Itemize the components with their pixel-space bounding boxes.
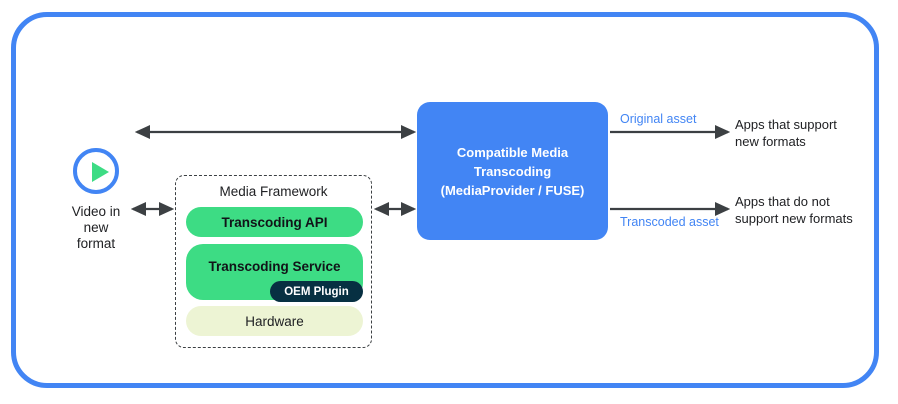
play-circle-icon xyxy=(73,148,119,194)
media-framework-group: Media Framework Transcoding API Transcod… xyxy=(175,175,372,348)
destination-apps-no-support-label: Apps that do not support new formats xyxy=(735,194,853,226)
media-framework-title: Media Framework xyxy=(219,184,328,199)
oem-plugin-badge: OEM Plugin xyxy=(270,281,363,302)
transcoded-asset-edge-label: Transcoded asset xyxy=(620,215,719,229)
destination-apps-support-label: Apps that support new formats xyxy=(735,117,837,149)
hardware-box: Hardware xyxy=(186,306,363,336)
play-triangle-icon xyxy=(92,162,109,182)
outer-frame-border xyxy=(11,12,879,388)
video-source-label: Video in new format xyxy=(71,204,121,251)
compatible-media-transcoding-node: Compatible Media Transcoding (MediaProvi… xyxy=(417,102,608,240)
original-asset-edge-label: Original asset xyxy=(620,112,697,126)
video-source-node: Video in new format xyxy=(48,148,144,252)
transcoding-api-box: Transcoding API xyxy=(186,207,363,237)
